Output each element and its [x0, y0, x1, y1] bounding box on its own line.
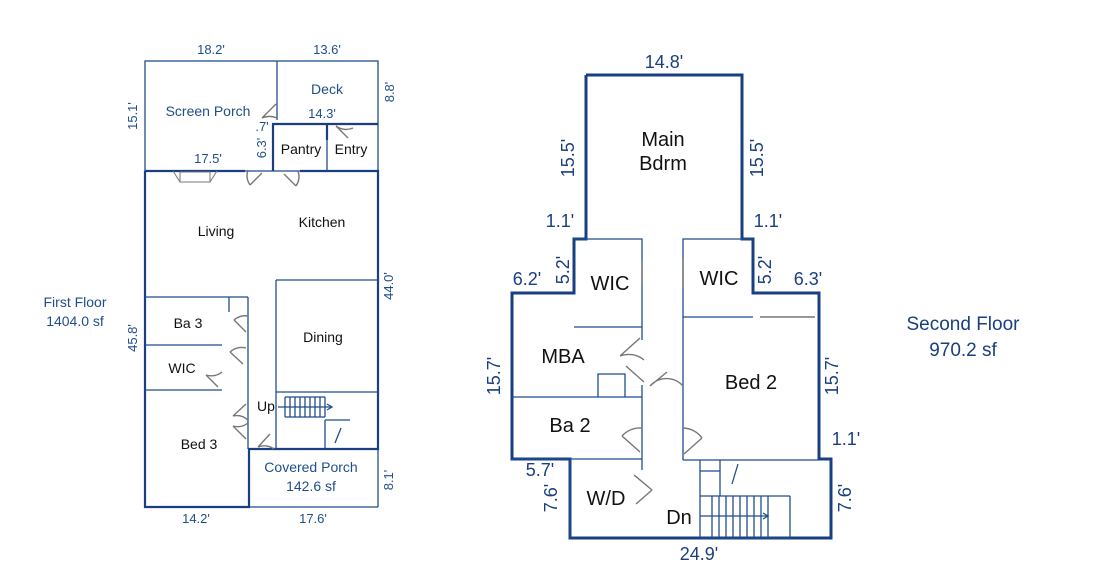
mba-shower [597, 373, 626, 397]
dim-sf-left-low: 5.7' [526, 460, 554, 480]
dim-right-porch: 8.1' [381, 470, 396, 491]
room-screen-porch: Screen Porch [166, 103, 251, 119]
dim-sf-right-bdrm: 15.5' [747, 139, 767, 177]
dim-sf-right-low-step: 1.1' [832, 429, 860, 449]
room-mba: MBA [541, 346, 585, 368]
room-entry: Entry [335, 141, 368, 157]
second-floor-stairs [700, 460, 791, 539]
first-floor-area: 1404.0 sf [46, 313, 104, 329]
room-covered-porch: Covered Porch [264, 459, 357, 475]
dim-top-left: 18.2' [197, 42, 225, 57]
outdoor-outline [144, 60, 379, 172]
room-bed2: Bed 2 [725, 372, 777, 394]
first-floor-doors [205, 103, 354, 450]
first-floor-title: First Floor [44, 294, 107, 310]
dim-left-main: 45.8' [125, 324, 140, 352]
dim-sf-left-wic: 5.2' [553, 256, 573, 284]
room-main-bdrm-line1: Main [641, 129, 684, 151]
room-deck: Deck [311, 81, 344, 97]
room-wic: WIC [168, 360, 195, 376]
room-living: Living [198, 223, 235, 239]
stairs-up-label: Up [257, 398, 275, 414]
dim-left-porch: 15.1' [125, 102, 140, 130]
dim-top-right: 13.6' [313, 42, 341, 57]
first-floor-stairs [278, 396, 342, 444]
first-floor-plan: 18.2' 13.6' 15.1' 8.8' 14.3' .7' 6.3' 17… [44, 42, 398, 526]
stairs-down-label: Dn [666, 507, 692, 529]
dim-sf-left-wing: 6.2' [513, 269, 541, 289]
dim-sf-top: 14.8' [645, 52, 683, 72]
dim-sf-bottom: 24.9' [680, 544, 718, 564]
pantry-entry-wall [271, 122, 378, 171]
room-dining: Dining [303, 329, 343, 345]
covered-porch-area: 142.6 sf [286, 478, 336, 494]
dim-bottom-right: 17.6' [299, 511, 327, 526]
second-floor-plan: 14.8' 15.5' 15.5' 1.1' 1.1' 5.2' 5.2' 6.… [484, 52, 1020, 564]
dim-sf-right-wing: 6.3' [794, 269, 822, 289]
room-pantry: Pantry [281, 141, 321, 157]
second-floor-doors [619, 337, 703, 505]
fireplace-hearth [179, 171, 211, 183]
room-ba3: Ba 3 [174, 315, 203, 331]
room-wic-right: WIC [700, 268, 739, 290]
dim-right-main: 44.0' [381, 272, 396, 300]
room-bed3: Bed 3 [181, 436, 218, 452]
dim-sf-right-wic: 5.2' [755, 256, 775, 284]
first-floor-exterior-wall [143, 169, 380, 509]
dim-bottom-left: 14.2' [182, 511, 210, 526]
room-wd: W/D [587, 488, 626, 510]
dim-sf-right-step: 1.1' [754, 211, 782, 231]
room-main-bdrm-line2: Bdrm [639, 153, 687, 175]
dim-sf-right-side: 15.7' [822, 357, 842, 395]
dim-sf-left-wd: 7.6' [541, 484, 561, 512]
dim-living-width: 17.5' [194, 151, 222, 166]
dim-sf-right-stair: 7.6' [835, 484, 855, 512]
dim-pantry-width: 14.3' [308, 106, 336, 121]
second-floor-area: 970.2 sf [929, 340, 997, 361]
room-wic-left: WIC [591, 273, 630, 295]
room-kitchen: Kitchen [299, 214, 346, 230]
dim-pantry-height: 6.3' [254, 138, 269, 159]
room-ba2: Ba 2 [549, 415, 590, 437]
dim-sf-left-bdrm: 15.5' [558, 139, 578, 177]
dim-right-deck: 8.8' [382, 82, 397, 103]
dim-sf-left-step: 1.1' [546, 211, 574, 231]
second-floor-title: Second Floor [906, 314, 1020, 335]
dim-small: .7' [255, 119, 268, 134]
dim-sf-left-side: 15.7' [484, 357, 504, 395]
